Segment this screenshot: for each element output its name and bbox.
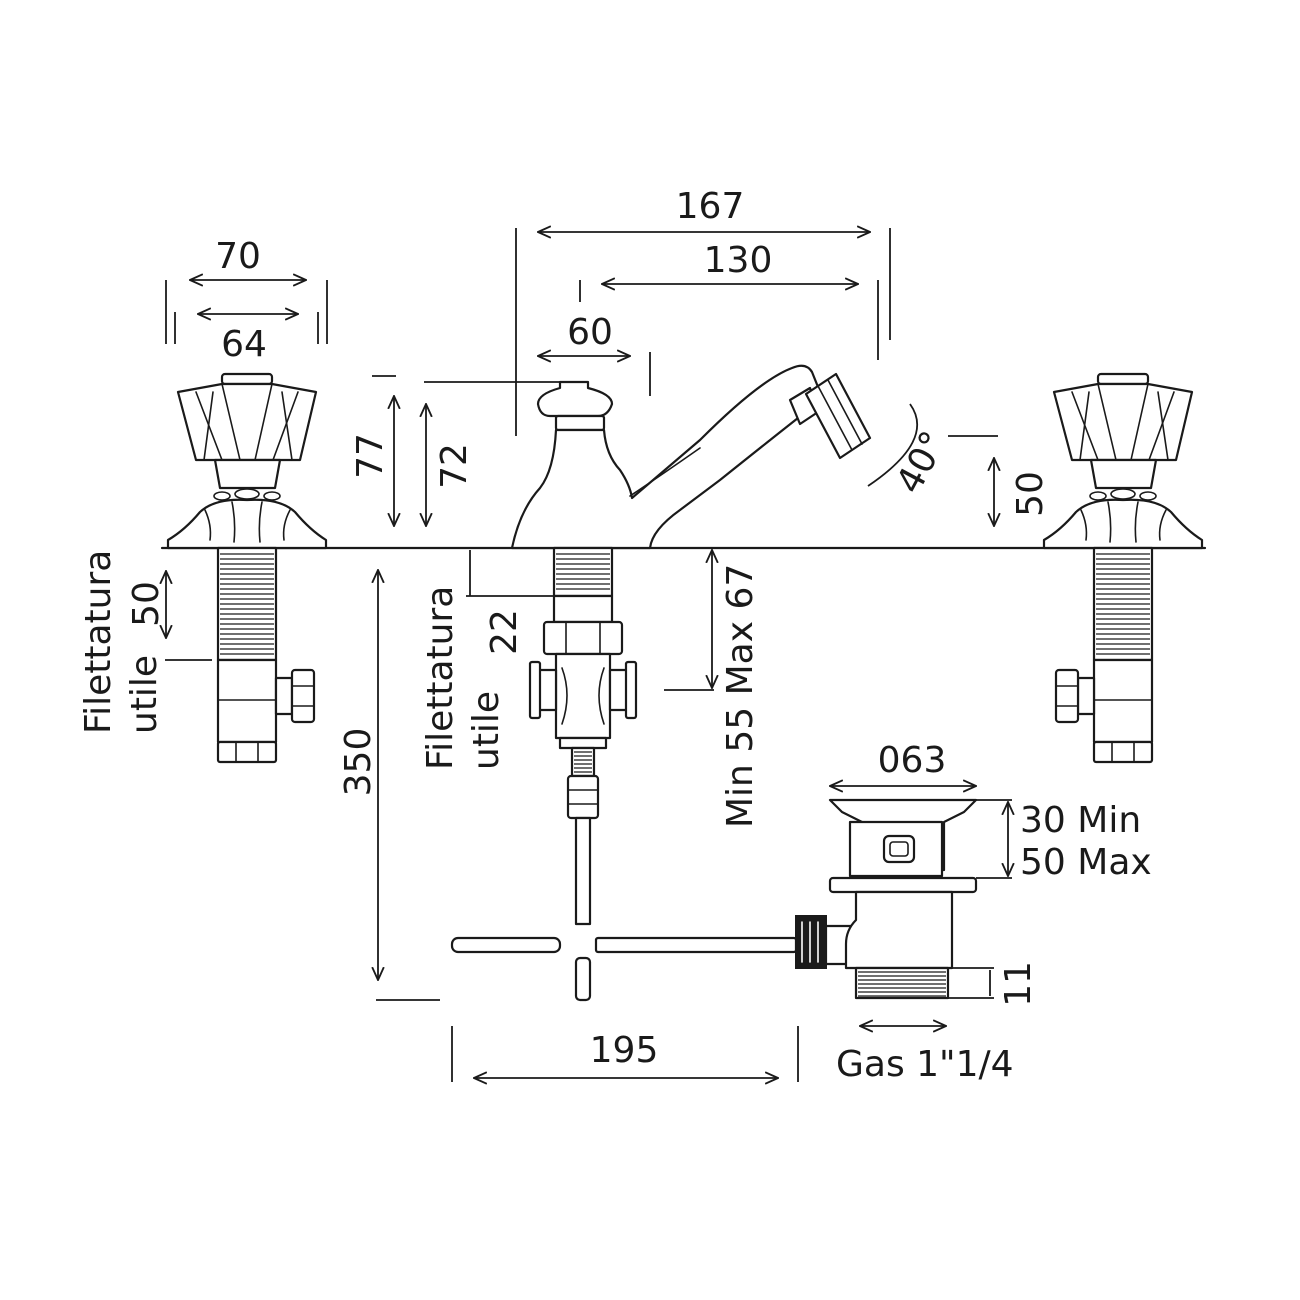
dim-77: 77 <box>350 433 391 479</box>
left-cross-handle <box>166 372 328 764</box>
center-thread-label-1: Filettatura <box>420 586 461 770</box>
dim-50-right: 50 <box>1010 471 1051 517</box>
dimension-lines <box>165 228 1012 1082</box>
rod-thread-lines <box>574 751 592 773</box>
dim-195: 195 <box>590 1030 659 1071</box>
left-thread-lines <box>220 553 274 655</box>
dimension-labels: 167 130 70 64 60 77 72 40° 50 50 Filetta… <box>78 186 1152 1085</box>
bidet-spout <box>510 364 872 1002</box>
dim-11: 11 <box>998 961 1039 1007</box>
dim-50-max: 50 Max <box>1020 842 1152 883</box>
dim-063: 063 <box>878 740 947 781</box>
dim-60: 60 <box>567 312 613 353</box>
dim-64: 64 <box>221 324 267 365</box>
dim-130: 130 <box>704 240 773 281</box>
dim-70: 70 <box>215 236 261 277</box>
dim-50-left: 50 <box>126 581 167 627</box>
left-thread-label-2: utile <box>124 655 165 734</box>
pop-up-waste <box>450 798 978 1000</box>
right-cross-handle <box>1042 372 1204 764</box>
dim-gas: Gas 1"1/4 <box>836 1044 1014 1085</box>
dim-30-min: 30 Min <box>1020 800 1141 841</box>
center-thread-lines <box>556 553 610 590</box>
right-thread-lines <box>1096 553 1150 655</box>
dim-72: 72 <box>434 443 475 489</box>
left-thread-label-1: Filettatura <box>78 550 119 734</box>
dim-350: 350 <box>338 728 379 797</box>
dim-167: 167 <box>676 186 745 227</box>
center-thread-label-2: utile <box>466 691 507 770</box>
dim-min-max: Min 55 Max 67 <box>720 564 761 828</box>
drain-thread-lines <box>858 971 946 997</box>
dim-22: 22 <box>484 609 525 655</box>
dim-40-degrees: 40° <box>889 425 955 501</box>
